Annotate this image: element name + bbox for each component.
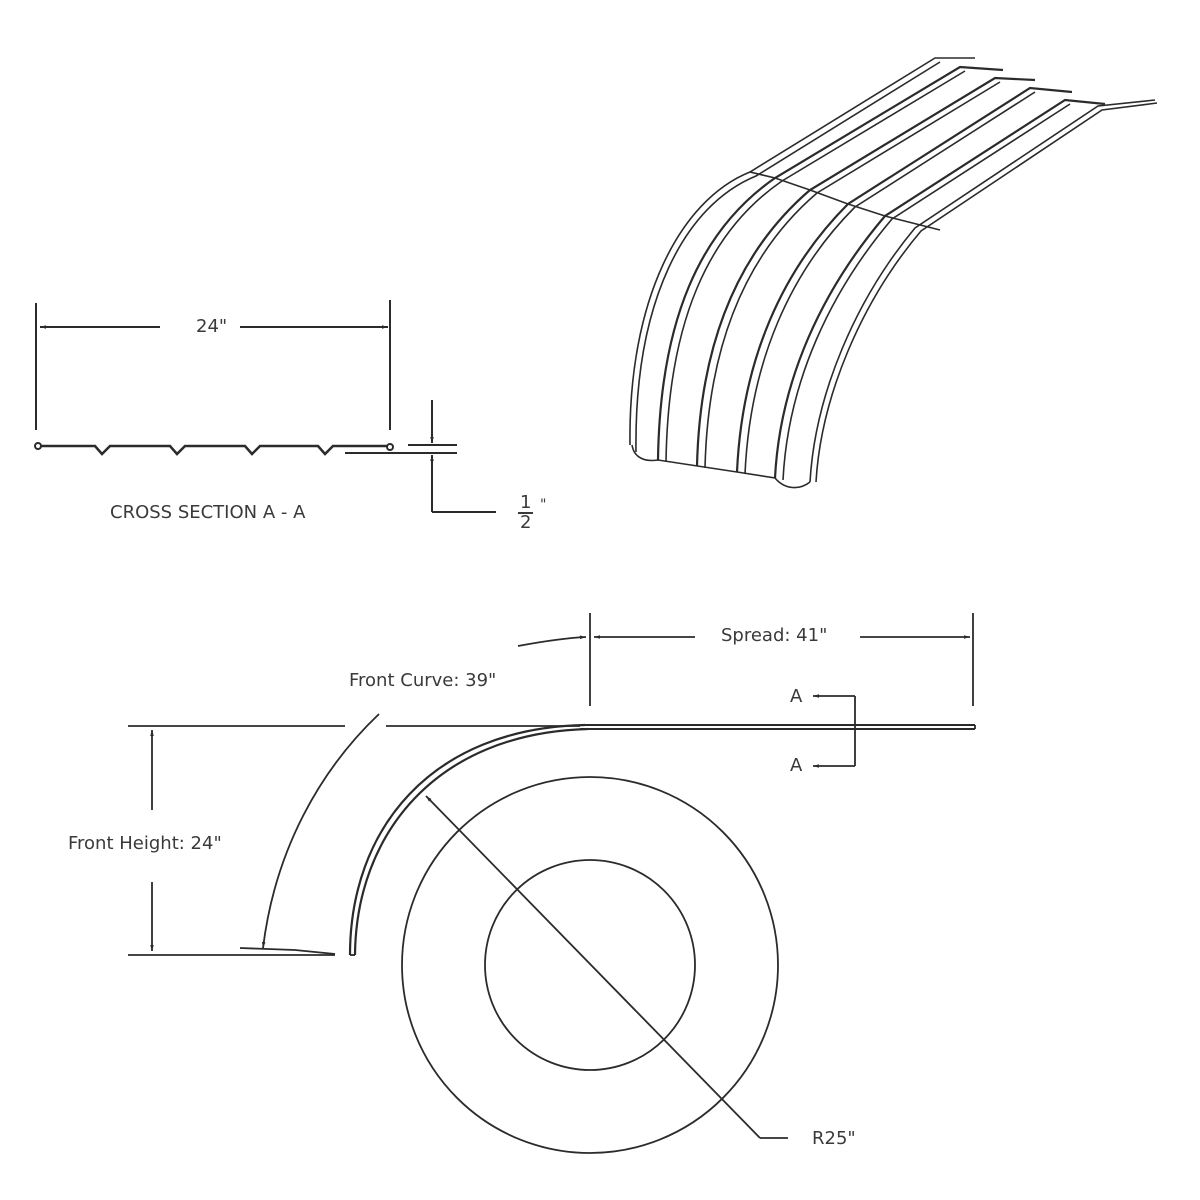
- depth-denominator: 2: [520, 512, 532, 533]
- front-curve-label: Front Curve: 39": [349, 670, 497, 691]
- hem-left: [34, 442, 42, 450]
- spread-label: Spread: 41": [721, 625, 828, 646]
- fender-curve-outer: [348, 723, 586, 956]
- fender-curve-inner: [353, 727, 589, 956]
- front-height-label: Front Height: 24": [68, 833, 222, 854]
- cross-section-width-label: 24": [196, 316, 228, 337]
- cross-section-depth-label: 1 2 ": [518, 492, 546, 533]
- front-curve-arc: [261, 713, 380, 949]
- depth-numerator: 1: [518, 492, 534, 514]
- tire-outer-circle: [401, 776, 779, 1154]
- hem-right: [386, 443, 394, 451]
- radius-leader: [425, 795, 761, 1139]
- rim-circle: [484, 859, 696, 1071]
- side-view: [128, 613, 976, 1154]
- cross-section-view: [34, 300, 496, 513]
- front-curve-arrow-top: [517, 635, 587, 647]
- section-marker-bottom: A: [790, 755, 803, 776]
- radius-label: R25": [812, 1128, 856, 1149]
- isometric-fender-view: [629, 57, 1158, 489]
- depth-unit: ": [540, 497, 547, 513]
- cross-section-caption: CROSS SECTION A - A: [110, 502, 306, 523]
- section-marker-top: A: [790, 686, 803, 707]
- cross-section-profile: [40, 444, 388, 456]
